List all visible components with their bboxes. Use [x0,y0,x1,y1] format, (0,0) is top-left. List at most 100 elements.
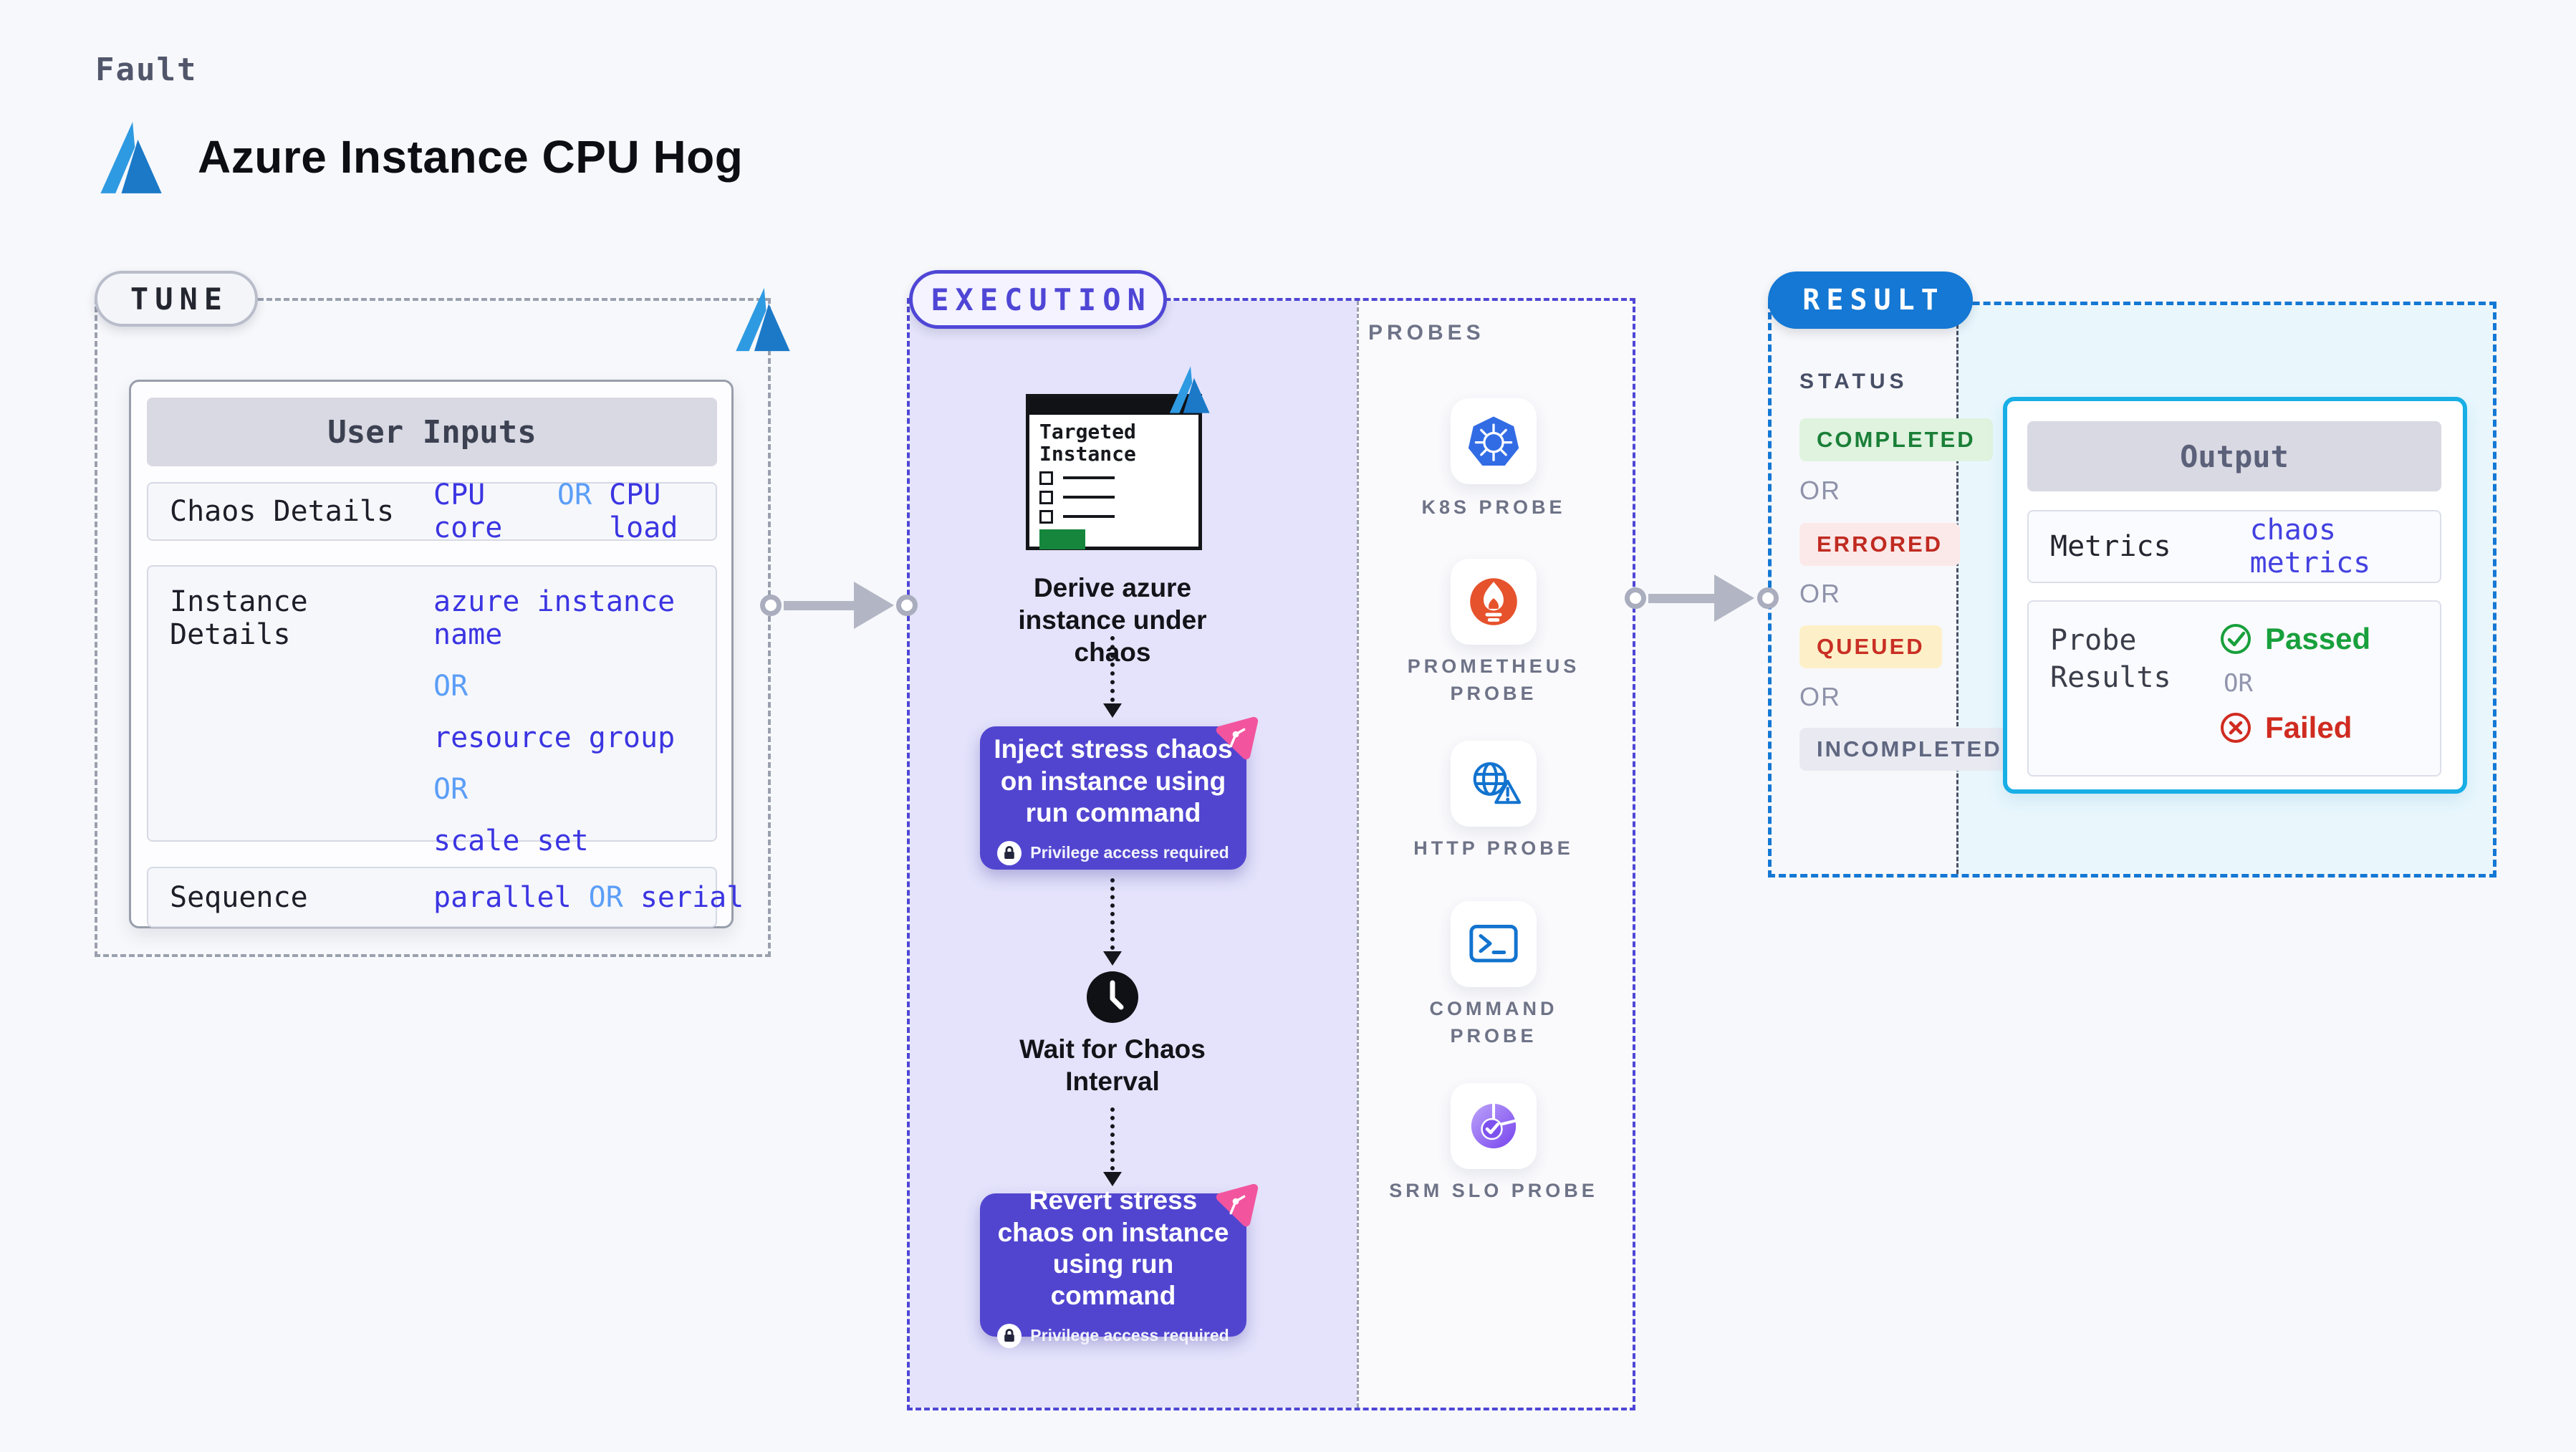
probe-label: SRM SLO PROBE [1389,1180,1598,1201]
flow-connector-line [1110,878,1115,950]
or-separator: OR [557,479,592,511]
input-value: CPU load [609,479,678,544]
probe-tile-k8s [1451,398,1537,484]
prometheus-icon [1470,578,1517,625]
privilege-note: Privilege access required [997,840,1229,865]
targeted-instance-title: Targeted Instance [1039,420,1136,466]
privilege-note-text: Privilege access required [1030,843,1229,862]
checkbox-icon [1039,471,1053,485]
flow-connector-line [1110,1107,1115,1170]
input-row-value: parallel OR serial [433,881,744,914]
status-badge-incompleted: INCOMPLETED [1799,728,2019,771]
metrics-row: Metrics chaos metrics [2027,510,2441,583]
input-row-chaos-details: Chaos Details CPU core OR CPU load [147,479,717,544]
probes-region [1357,301,1633,1408]
tune-container [95,298,771,957]
checkbox-row [1039,509,1188,524]
privilege-note: Privilege access required [997,1323,1229,1348]
green-button-placeholder [1039,529,1085,549]
line-placeholder [1063,515,1115,519]
connector-node [760,595,782,616]
x-circle-icon [2221,713,2251,743]
status-badge-completed: COMPLETED [1799,418,1993,461]
probe-label: PROMETHEUS PROBE [1407,655,1580,704]
passed-text: Passed [2265,622,2371,655]
probe-label: HTTP PROBE [1413,837,1574,859]
fault-kicker: Fault [95,52,198,88]
execution-label-text: EXECUTION [931,282,1152,317]
input-row-label: Chaos Details [170,495,395,528]
arrow-head-icon [1103,1172,1122,1186]
or-separator: OR [433,670,468,703]
status-badge-errored: ERRORED [1799,523,1961,566]
metrics-value: chaos metrics [2249,514,2371,580]
arrow-head-icon [854,582,894,629]
line-placeholder [1063,496,1115,499]
input-row-label: Sequence [170,880,308,914]
user-inputs-title: User Inputs [147,398,717,466]
privilege-note-text: Privilege access required [1030,1326,1229,1345]
step-revert-text: Revert stress chaos on instance using ru… [997,1186,1229,1311]
input-row-instance-details: Instance Details azure instance name OR … [147,565,717,857]
input-value: resource group [433,721,676,754]
litmus-chaos-icon [1216,716,1259,760]
http-globe-icon [1473,762,1522,804]
failed-line: Failed [2219,711,2370,745]
input-row-label: Instance Details [170,585,308,651]
status-badge-queued: QUEUED [1799,625,1942,668]
input-value: CPU core [433,479,503,544]
arrow-head-icon [1714,574,1754,622]
step-inject-text: Inject stress chaos on instance using ru… [994,734,1233,828]
azure-icon [736,287,790,352]
checkbox-icon [1039,509,1053,524]
page-title: Azure Instance CPU Hog [198,131,744,183]
result-section-label: RESULT [1768,271,1973,329]
or-separator: OR [2224,669,2253,698]
user-inputs-card: User Inputs Chaos Details CPU core OR CP… [129,380,744,928]
result-label-text: RESULT [1802,284,1945,317]
step-revert-chaos: Revert stress chaos on instance using ru… [980,1186,1246,1348]
or-separator: OR [1799,682,1841,711]
step-wait-caption: Wait for Chaos Interval [1019,1034,1206,1097]
probe-results-row: Probe Results Passed OR Failed [2027,600,2441,777]
tune-label-text: TUNE [130,281,229,317]
metrics-label: Metrics [2050,530,2171,563]
targeted-instance-window: Targeted Instance [1026,394,1202,550]
probe-label: K8S PROBE [1421,496,1566,518]
failed-text: Failed [2265,711,2352,744]
or-separator: OR [1799,579,1841,608]
checkbox-icon [1039,490,1053,504]
probe-tile-prometheus [1451,559,1537,645]
tune-section-label: TUNE [95,271,258,327]
or-separator: OR [588,880,623,914]
checkbox-row [1039,471,1188,485]
azure-icon [1169,366,1210,413]
slo-pie-icon [1471,1103,1517,1149]
input-value: serial [640,880,744,914]
input-row-value: azure instance name OR resource group OR… [433,585,716,857]
connector-node [1757,587,1779,609]
azure-icon [100,122,162,193]
or-separator: OR [1799,476,1841,505]
probe-tile-command [1451,901,1537,987]
execution-section-label: EXECUTION [909,270,1167,329]
arrow-head-icon [1103,703,1122,718]
probe-tile-srm-slo [1451,1083,1537,1169]
tune-to-execution-arrow [784,601,855,610]
litmus-chaos-icon [1216,1183,1259,1227]
step-inject-chaos: Inject stress chaos on instance using ru… [980,726,1246,870]
probe-results-values: Passed OR Failed [2219,622,2370,755]
or-separator: OR [433,773,468,806]
input-value: azure instance name [433,585,676,651]
probe-results-label: Probe Results [2050,624,2171,694]
checkbox-row [1039,490,1188,504]
line-placeholder [1063,476,1115,480]
kubernetes-icon [1468,416,1519,466]
status-title: STATUS [1799,370,1908,393]
step-derive-caption: Derive azure instance under chaos [1018,573,1207,668]
flow-connector-line [1110,636,1115,702]
passed-line: Passed [2219,622,2370,656]
input-row-value: CPU core OR CPU load [433,479,716,544]
input-value: parallel [433,880,572,914]
